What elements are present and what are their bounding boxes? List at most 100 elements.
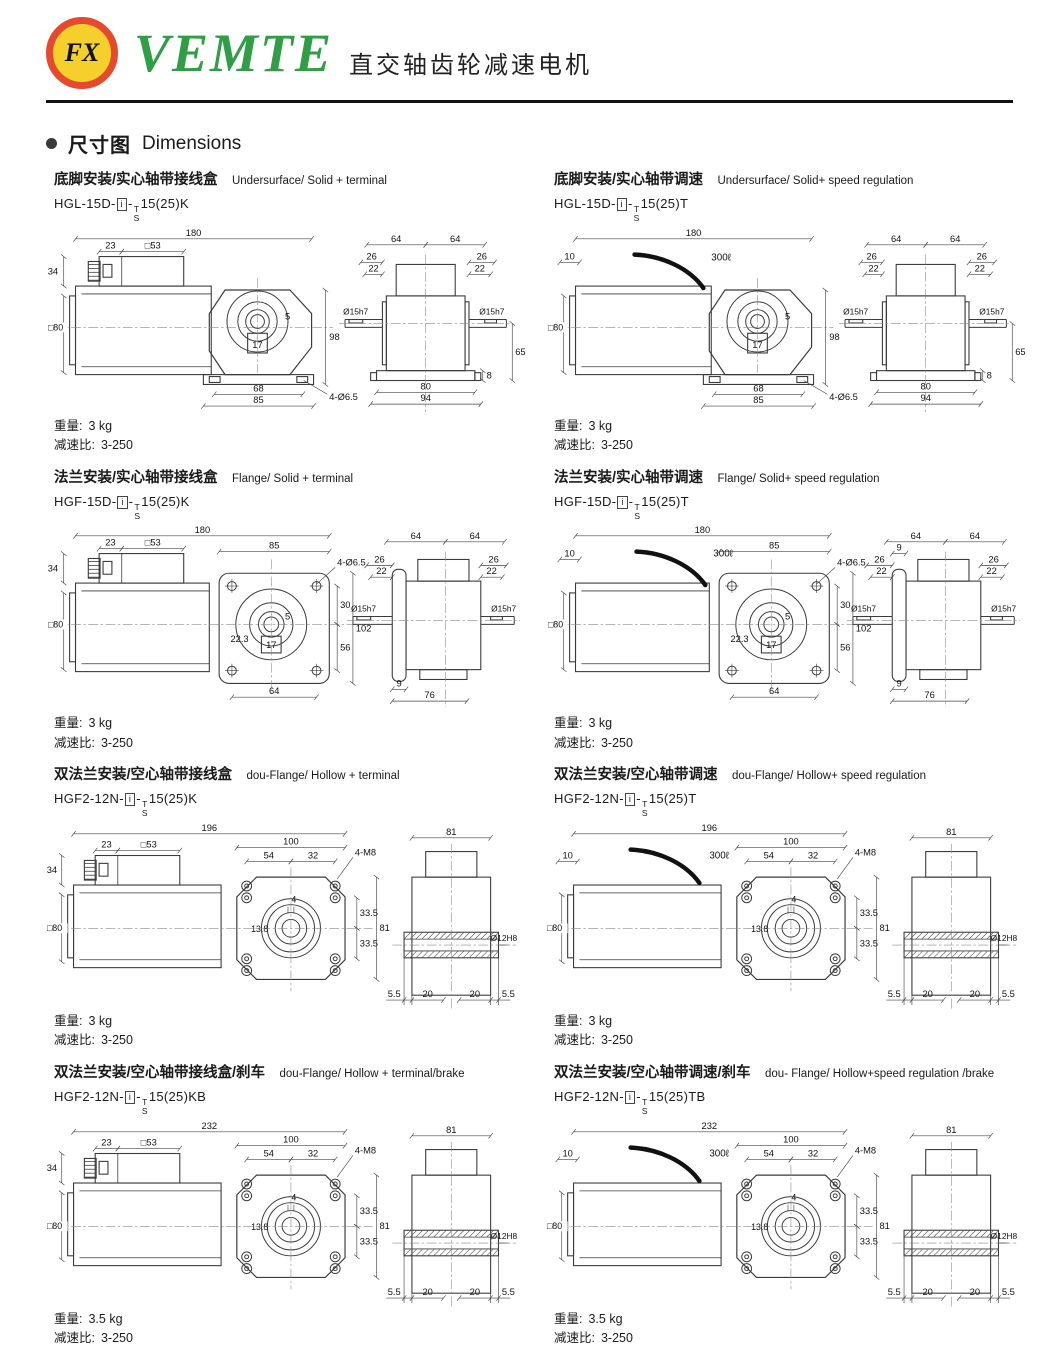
model-suffix: 15(25)K [148, 791, 198, 807]
svg-text:64: 64 [391, 234, 401, 244]
svg-text:22: 22 [876, 567, 886, 577]
weight-label: 重量: [54, 418, 83, 433]
svg-text:81: 81 [946, 1124, 956, 1134]
svg-text:33.5: 33.5 [360, 1206, 378, 1216]
model-prefix: HGL-15D- [54, 196, 116, 211]
svg-text:64: 64 [891, 234, 901, 244]
frac-top: T [142, 799, 148, 810]
model-dash: - [128, 493, 134, 509]
svg-text:94: 94 [421, 393, 431, 403]
section-heading: 法兰安装/实心轴带调速 Flange/ Solid+ speed regulat… [554, 466, 1028, 487]
svg-text:10: 10 [562, 850, 572, 860]
svg-text:98: 98 [329, 332, 339, 342]
svg-text:5.5: 5.5 [1002, 989, 1015, 999]
svg-text:5.5: 5.5 [888, 989, 901, 999]
svg-text:85: 85 [269, 541, 279, 551]
ratio-line: 减速比:3-250 [54, 1031, 528, 1050]
svg-text:□53: □53 [141, 840, 157, 850]
specs: 重量:3.5 kg 减速比:3-250 [54, 1310, 528, 1349]
model-prefix: HGF-15D- [554, 493, 617, 509]
model-ratio-box: i [624, 793, 636, 807]
weight-line: 重量:3 kg [54, 714, 528, 733]
section-title-zh: 双法兰安装/空心轴带接线盒/刹车 [54, 1064, 266, 1081]
section-title-zh: 法兰安装/实心轴带接线盒 [54, 469, 218, 486]
svg-text:32: 32 [308, 850, 318, 860]
section-title-en: dou-Flange/ Hollow + terminal/brake [279, 1067, 465, 1080]
ratio-label: 减速比: [554, 1331, 595, 1345]
svg-text:100: 100 [783, 837, 799, 847]
svg-text:□53: □53 [145, 241, 161, 251]
svg-text:4-M8: 4-M8 [855, 848, 876, 858]
weight-value: 3 kg [588, 1014, 613, 1029]
svg-text:196: 196 [702, 823, 718, 833]
weight-line: 重量:3 kg [554, 714, 1028, 733]
svg-text:20: 20 [922, 1287, 932, 1297]
svg-text:64: 64 [911, 531, 921, 541]
weight-value: 3 kg [88, 716, 113, 731]
svg-text:4: 4 [791, 1192, 796, 1202]
svg-text:5.5: 5.5 [388, 1287, 401, 1297]
ratio-label: 减速比: [554, 735, 595, 750]
svg-text:4-Ø6.5: 4-Ø6.5 [837, 558, 866, 568]
svg-text:54: 54 [264, 850, 274, 860]
svg-text:32: 32 [808, 850, 818, 860]
svg-text:4-Ø6.5: 4-Ø6.5 [329, 392, 358, 402]
frac-top: T [133, 204, 140, 214]
specs: 重量:3.5 kg 减速比:3-250 [554, 1310, 1028, 1349]
weight-label: 重量: [54, 1311, 83, 1326]
svg-text:Ø15h7: Ø15h7 [491, 604, 516, 614]
svg-text:22: 22 [986, 567, 996, 577]
svg-text:□53: □53 [141, 1137, 157, 1147]
model-prefix: HGF2-12N- [554, 1088, 624, 1104]
svg-text:10: 10 [562, 1148, 572, 1158]
svg-text:300ℓ: 300ℓ [711, 252, 731, 263]
svg-text:100: 100 [783, 1134, 799, 1144]
weight-line: 重量:3 kg [54, 1012, 528, 1031]
weight-value: 3.5 kg [588, 1311, 623, 1326]
svg-text:5.5: 5.5 [1002, 1287, 1015, 1297]
ratio-line: 减速比:3-250 [54, 734, 528, 753]
page-title: 尺寸图 Dimensions [0, 103, 1059, 164]
section-heading: 双法兰安装/空心轴带调速/刹车 dou- Flange/ Hollow+spee… [554, 1061, 1028, 1082]
frac-bottom: S [641, 808, 648, 819]
svg-text:8: 8 [987, 370, 992, 380]
weight-line: 重量:3 kg [54, 417, 528, 436]
svg-text:85: 85 [253, 395, 263, 405]
section-heading: 双法兰安装/空心轴带调速 dou-Flange/ Hollow+ speed r… [554, 763, 1028, 784]
frac-bottom: S [134, 510, 141, 521]
svg-text:180: 180 [195, 525, 211, 535]
weight-line: 重量:3 kg [554, 1012, 1028, 1031]
section-title-zh: 双法兰安装/空心轴带调速 [554, 767, 718, 784]
model-suffix: 15(25)T [648, 791, 697, 807]
ratio-label: 减速比: [554, 1033, 595, 1048]
specs: 重量:3 kg 减速比:3-250 [554, 714, 1028, 753]
svg-text:34: 34 [47, 865, 57, 875]
svg-text:26: 26 [374, 555, 384, 565]
svg-text:26: 26 [988, 555, 998, 565]
svg-text:Ø15h7: Ø15h7 [979, 306, 1004, 316]
svg-text:Ø15h7: Ø15h7 [343, 306, 368, 316]
svg-text:20: 20 [422, 1287, 432, 1297]
ratio-label: 减速比: [554, 438, 595, 453]
svg-text:33.5: 33.5 [860, 939, 878, 949]
panel-flange-solid-speed: 法兰安装/实心轴带调速 Flange/ Solid+ speed regulat… [540, 462, 1028, 754]
svg-text:32: 32 [808, 1148, 818, 1158]
svg-text:98: 98 [829, 332, 839, 342]
svg-text:81: 81 [946, 827, 956, 837]
svg-text:80: 80 [421, 381, 431, 391]
svg-text:76: 76 [424, 691, 434, 701]
ratio-value: 3-250 [600, 1331, 633, 1345]
section-title-en: Undersurface/ Solid+ speed regulation [717, 175, 914, 187]
svg-text:30: 30 [340, 601, 350, 611]
logo-monogram: FX [64, 38, 100, 67]
